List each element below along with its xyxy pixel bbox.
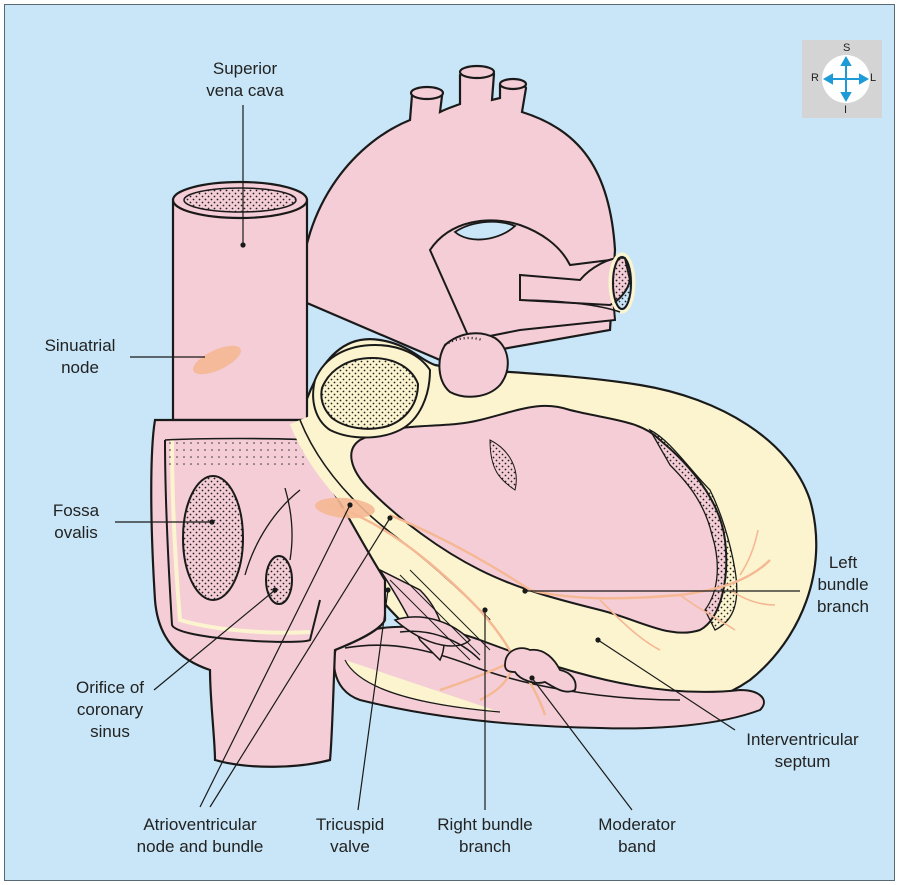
compass-left: L: [870, 72, 876, 84]
label-left-bundle-branch: Left bundle branch: [808, 552, 878, 618]
label-interventricular-septum: Interventricular septum: [735, 729, 870, 773]
compass-superior: S: [843, 42, 850, 54]
pulmonary-artery-lumen: [613, 257, 631, 309]
compass-right: R: [811, 72, 819, 84]
label-orifice-coronary-sinus: Orifice of coronary sinus: [60, 677, 160, 743]
label-av-node: Atrioventricular node and bundle: [120, 814, 280, 858]
fossa-ovalis: [183, 476, 243, 600]
label-fossa-ovalis: Fossa ovalis: [36, 500, 116, 544]
label-right-bundle-branch: Right bundle branch: [425, 814, 545, 858]
label-superior-vena-cava: Superior vena cava: [195, 58, 295, 102]
label-moderator-band: Moderator band: [587, 814, 687, 858]
label-tricuspid-valve: Tricuspid valve: [300, 814, 400, 858]
compass-inferior: I: [844, 104, 847, 116]
coronary-sinus-orifice: [266, 556, 292, 604]
superior-vena-cava: [173, 182, 307, 420]
label-sinuatrial-node: Sinuatrial node: [30, 335, 130, 379]
